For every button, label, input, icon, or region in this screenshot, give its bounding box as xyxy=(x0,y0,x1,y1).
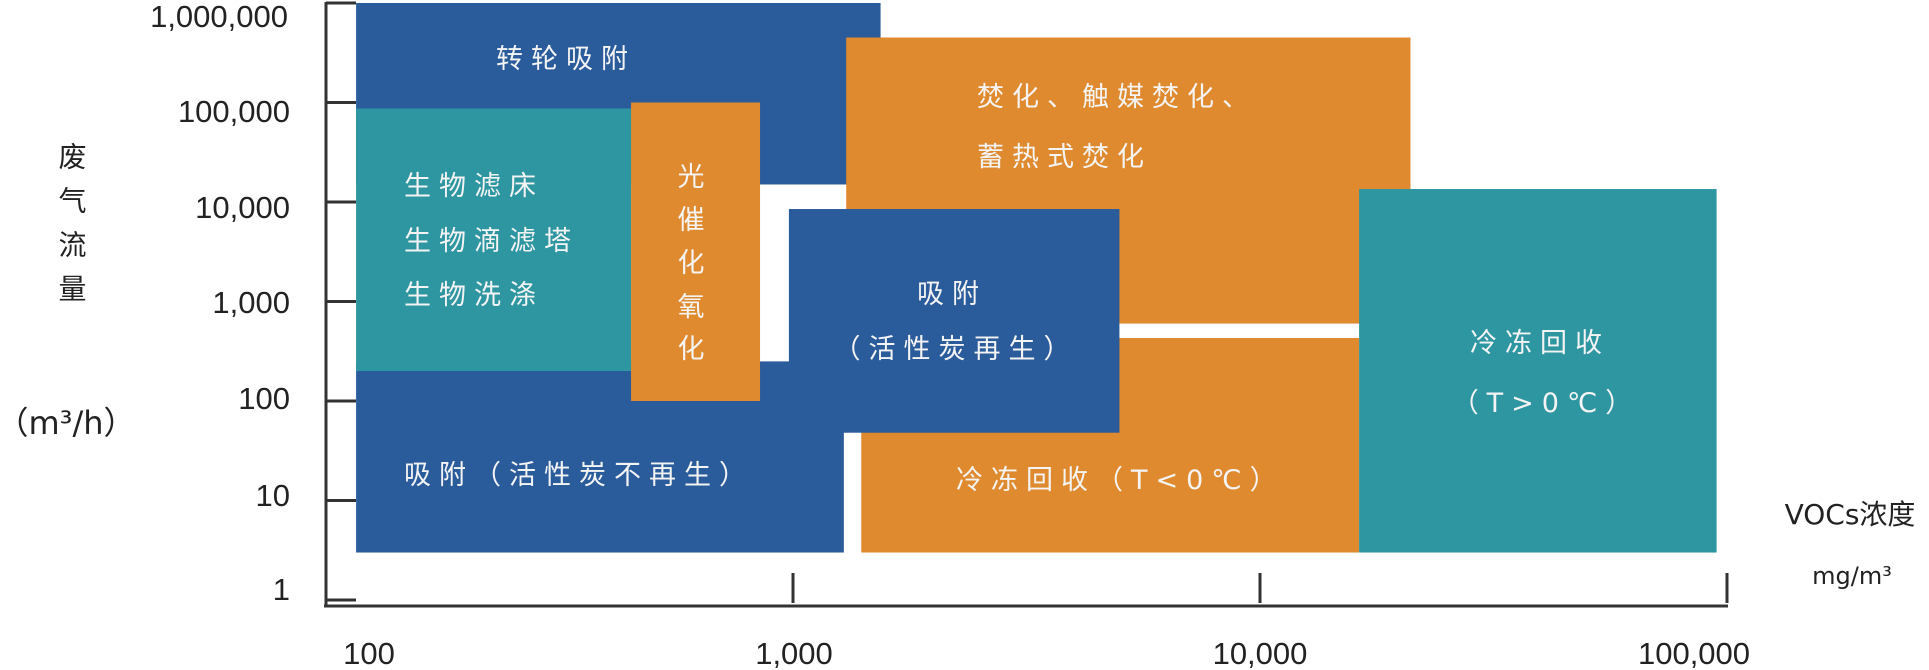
x-tick-label: 100 xyxy=(343,636,395,670)
region-label-bioscrubber: 生物洗涤 xyxy=(404,280,544,311)
region-rect-1 xyxy=(356,361,844,553)
region-label-adsorption-regen: 吸附 xyxy=(917,279,987,310)
region-rect-7 xyxy=(1359,189,1717,553)
x-axis-title: VOCs浓度 xyxy=(1785,498,1916,531)
region-label-incineration-rto: 蓄热式焚化 xyxy=(977,142,1152,173)
y-axis-title: 废气流量 xyxy=(55,142,88,318)
y-tick-label: 100,000 xyxy=(178,94,290,129)
region-label-biotrickling: 生物滴滤塔 xyxy=(404,226,579,257)
region-rect-3 xyxy=(631,102,761,401)
y-ticks xyxy=(326,1,356,602)
x-tick-label: 1,000 xyxy=(755,636,833,670)
region-label-cold-recovery-high-sub: （T>0℃） xyxy=(1452,388,1641,419)
regions-layer xyxy=(356,3,1717,553)
x-tick-label: 100,000 xyxy=(1638,636,1750,670)
region-label-biofilter: 生物滤床 xyxy=(404,171,544,202)
region-label-photocatalytic: 催 xyxy=(678,205,713,236)
y-tick-label: 10 xyxy=(256,478,290,513)
region-label-rotor-adsorption: 转轮吸附 xyxy=(496,44,636,75)
region-label-cold-recovery-high: 冷冻回收 xyxy=(1470,328,1610,359)
region-label-adsorption-regen-sub: （活性炭再生） xyxy=(834,334,1079,365)
x-axis-unit: mg/m³ xyxy=(1812,562,1892,590)
region-label-photocatalytic: 光 xyxy=(678,162,713,193)
y-tick-label: 1 xyxy=(273,572,290,607)
region-rect-2 xyxy=(356,108,632,372)
y-tick-label: 1,000,000 xyxy=(150,0,288,34)
region-label-cold-recovery-low: 冷冻回收（T<0℃） xyxy=(956,465,1285,496)
region-label-photocatalytic: 氧 xyxy=(678,292,713,323)
region-label-photocatalytic: 化 xyxy=(678,334,713,365)
region-rect-6 xyxy=(788,209,1120,433)
y-tick-label: 100 xyxy=(238,381,290,416)
region-labels: 转轮吸附 吸附（活性炭不再生） 生物滤床 生物滴滤塔 生物洗涤 光 催 化 氧 … xyxy=(404,44,1641,496)
x-ticks xyxy=(791,573,1729,603)
region-label-photocatalytic: 化 xyxy=(678,248,713,279)
y-tick-label: 1,000 xyxy=(212,285,290,320)
region-label-adsorption-nonregen: 吸附（活性炭不再生） xyxy=(404,460,754,491)
y-axis-unit: （m³/h） xyxy=(0,404,136,442)
y-tick-label: 10,000 xyxy=(195,190,290,225)
x-tick-label: 10,000 xyxy=(1213,636,1308,670)
region-label-incineration: 焚化、触媒焚化、 xyxy=(977,82,1257,113)
